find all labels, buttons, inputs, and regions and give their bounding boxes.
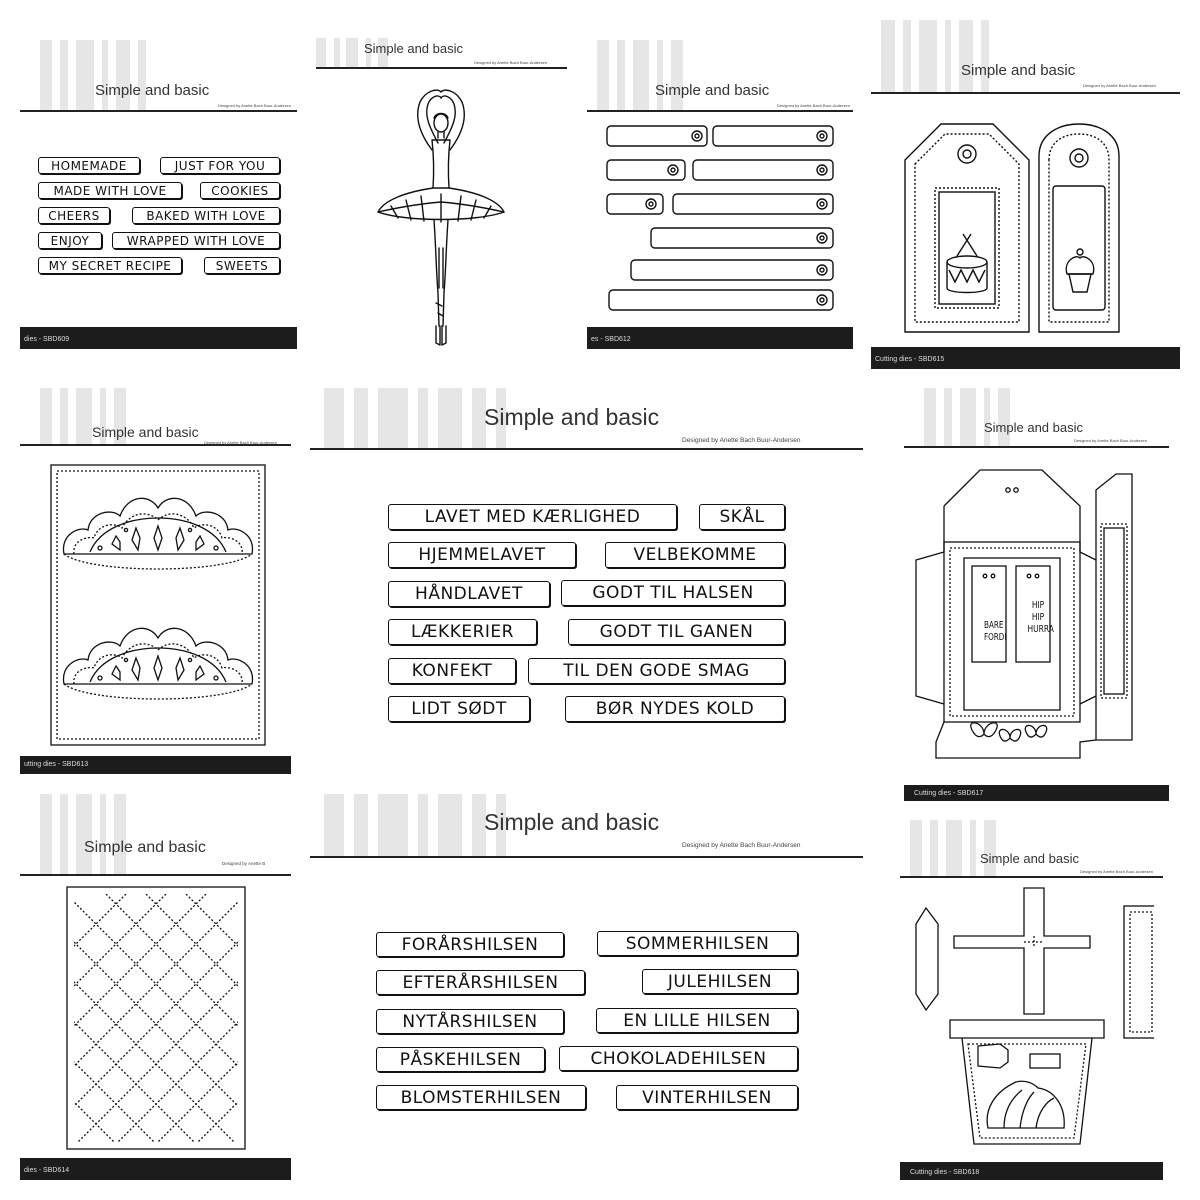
- word-die: HOMEMADE: [38, 157, 140, 174]
- box-die-illustration: [915, 469, 1133, 759]
- word-die: BØR NYDES KOLD: [565, 696, 785, 722]
- header-stripes: [310, 794, 863, 856]
- product-code: es - SBD612: [591, 336, 631, 343]
- word-die: JUST FOR YOU: [160, 157, 280, 174]
- footer-bar: Cutting dies - SBD615: [871, 347, 1180, 369]
- word-die: FORÅRSHILSEN: [376, 932, 564, 957]
- designer-credit: Designed by Anette B: [222, 861, 266, 866]
- brand-name: Simple and basic: [92, 424, 199, 440]
- word-die: GODT TIL HALSEN: [561, 580, 785, 606]
- word-die: VELBEKOMME: [605, 542, 785, 568]
- word-die: KONFEKT: [388, 658, 516, 684]
- word-die: CHOKOLADEHILSEN: [559, 1046, 798, 1071]
- brand-name: Simple and basic: [95, 82, 210, 99]
- word-die: LAVET MED KÆRLIGHED: [388, 504, 677, 530]
- ballerina-die-illustration: [377, 89, 505, 346]
- footer-bar: utting dies - SBD613: [20, 756, 291, 774]
- doily-card-die-illustration: [50, 464, 266, 746]
- product-code: utting dies - SBD613: [24, 761, 89, 768]
- flowerpot-die-illustration: [915, 887, 1154, 1145]
- brand-name: Simple and basic: [984, 420, 1083, 435]
- product-card-sbd614[interactable]: Simple and basic Designed by Anette B di…: [20, 794, 291, 1180]
- word-die: NYTÅRSHILSEN: [376, 1009, 564, 1034]
- brand-name: Simple and basic: [484, 809, 660, 835]
- word-die: CHEERS: [38, 207, 110, 224]
- footer-bar: Cutting dies - SBD617: [904, 785, 1169, 801]
- product-code: Cutting dies - SBD618: [910, 1169, 980, 1176]
- product-card-sbd612[interactable]: Simple and basic Designed by Anette Bach…: [587, 40, 853, 349]
- word-die: PÅSKEHILSEN: [376, 1047, 545, 1072]
- header-stripes: [310, 388, 863, 448]
- designer-credit: Designed by Anette Bach Buur-Andersen: [218, 103, 291, 108]
- brand-name: Simple and basic: [655, 82, 770, 99]
- word-die: HÅNDLAVET: [388, 581, 550, 607]
- product-code: dies - SBD609: [24, 336, 70, 343]
- header-stripes: [316, 38, 567, 67]
- word-die: SKÅL: [699, 504, 785, 530]
- designer-credit: Designed by Anette Bach Buur-Andersen: [474, 60, 547, 65]
- header-stripes: [900, 820, 1163, 876]
- word-die: COOKIES: [200, 182, 280, 199]
- word-die: MY SECRET RECIPE: [38, 257, 182, 274]
- word-die: BAKED WITH LOVE: [132, 207, 280, 224]
- word-die: SOMMERHILSEN: [597, 931, 798, 956]
- brand-name: Simple and basic: [84, 839, 206, 856]
- designer-credit: Designed by Anette Bach Buur-Andersen: [1080, 869, 1153, 874]
- header-stripes: [871, 20, 1180, 92]
- product-code: dies - SBD614: [24, 1167, 70, 1174]
- product-card-danish-sentiments-2[interactable]: Simple and basic Designed by Anette Bach…: [310, 794, 863, 1180]
- header-stripes: [587, 40, 853, 110]
- label-hip-hip-hurra: HIP HIP HURRA: [1027, 600, 1054, 635]
- product-code: Cutting dies - SBD617: [914, 790, 984, 797]
- word-die: MADE WITH LOVE: [38, 182, 182, 199]
- header-stripes: [20, 794, 291, 874]
- brand-name: Simple and basic: [484, 404, 660, 430]
- header-stripes: [20, 388, 291, 444]
- designer-credit: Designed by Anette Bach Buur-Andersen: [777, 103, 850, 108]
- product-card-sbd615[interactable]: Simple and basic Designed by Anette Bach…: [871, 20, 1180, 369]
- word-die: BLOMSTERHILSEN: [376, 1085, 586, 1110]
- product-card-sbd609[interactable]: Simple and basic Designed by Anette Bach…: [20, 40, 297, 349]
- argyle-card-die-illustration: [66, 886, 246, 1150]
- product-card-sbd613[interactable]: Simple and basic Designed by Anette Bach…: [20, 388, 291, 774]
- footer-bar: Cutting dies - SBD618: [900, 1162, 1163, 1180]
- designer-credit: Designed by Anette Bach Buur-Andersen: [682, 437, 801, 444]
- word-die: LIDT SØDT: [388, 696, 530, 722]
- header-stripes: [904, 388, 1169, 446]
- label-bare-fordi: BARE FORDI: [984, 620, 1007, 643]
- word-die: VINTERHILSEN: [616, 1085, 798, 1110]
- word-die: TIL DEN GODE SMAG: [528, 658, 785, 684]
- tag-dies-illustration: [606, 125, 834, 311]
- header-stripes: [20, 40, 297, 110]
- word-die: LÆKKERIER: [388, 619, 537, 645]
- word-die: GODT TIL GANEN: [568, 619, 785, 645]
- word-die: WRAPPED WITH LOVE: [112, 232, 280, 249]
- word-die: HJEMMELAVET: [388, 542, 576, 568]
- designer-credit: Designed by Anette Bach Buur-Andersen: [204, 440, 277, 445]
- designer-credit: Designed by Anette Bach Buur-Andersen: [1074, 438, 1147, 443]
- word-die: EN LILLE HILSEN: [596, 1008, 798, 1033]
- designer-credit: Designed by Anette Bach Buur-Andersen: [1083, 83, 1156, 88]
- footer-bar: es - SBD612: [587, 327, 853, 349]
- brand-name: Simple and basic: [980, 851, 1079, 866]
- footer-bar: dies - SBD609: [20, 327, 297, 349]
- product-card-sbd617[interactable]: Simple and basic Designed by Anette Bach…: [904, 388, 1169, 801]
- word-die: SWEETS: [204, 257, 280, 274]
- product-card-danish-sentiments-1[interactable]: Simple and basic Designed by Anette Bach…: [310, 388, 863, 774]
- brand-name: Simple and basic: [364, 41, 463, 56]
- brand-name: Simple and basic: [961, 62, 1076, 79]
- designer-credit: Designed by Anette Bach Buur-Andersen: [682, 842, 801, 849]
- word-die: EFTERÅRSHILSEN: [376, 970, 585, 995]
- word-die: JULEHILSEN: [642, 969, 798, 994]
- product-card-ballerina[interactable]: Simple and basic Designed by Anette Bach…: [316, 38, 567, 350]
- gift-tag-dies-illustration: [904, 123, 1120, 333]
- product-card-sbd618[interactable]: Simple and basic Designed by Anette Bach…: [900, 820, 1163, 1180]
- word-die: ENJOY: [38, 232, 102, 249]
- footer-bar: dies - SBD614: [20, 1158, 291, 1180]
- product-code: Cutting dies - SBD615: [875, 356, 945, 363]
